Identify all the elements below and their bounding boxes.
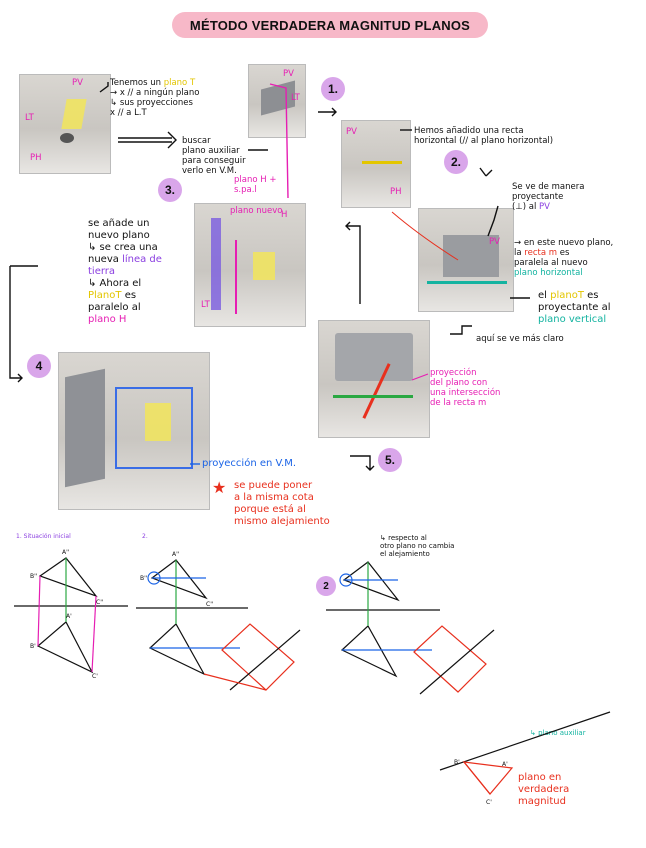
note-respecto: ↳ respecto al otro plano no cambia el al… — [380, 534, 455, 558]
photo-horizontal-line: PV PH — [341, 120, 411, 208]
label-b2: B' — [30, 643, 36, 650]
label-c1: C'' — [96, 599, 104, 606]
label-c4: C' — [486, 799, 492, 806]
label-a4: A' — [502, 761, 508, 768]
step-badge-5: 5. — [378, 448, 402, 472]
step-badge-drawing: 2 — [316, 576, 336, 596]
step-badge-1: 1. — [321, 77, 345, 101]
label-pv: PV — [346, 127, 357, 137]
note-el-plano: el planoT es proyectante al plano vertic… — [538, 290, 611, 325]
photo-new-plane: H LT — [194, 203, 306, 327]
star-icon: ★ — [212, 480, 227, 497]
label-lt: LT — [201, 300, 210, 310]
label-ph: PH — [30, 153, 42, 163]
label-h: H — [281, 210, 288, 220]
label-a3: A'' — [172, 551, 180, 558]
note-proyeccion-plano: proyección del plano con una intersecció… — [430, 368, 501, 408]
step-badge-2: 2. — [444, 150, 468, 174]
note-auxiliar: ↳ plano auxiliar — [530, 729, 586, 737]
label-b4: B' — [454, 759, 460, 766]
label-b3: B'' — [140, 575, 148, 582]
photo-projecting: PV — [418, 208, 514, 312]
note-star: se puede poner a la misma cota porque es… — [234, 480, 330, 527]
note-se-anade: se añade un nuevo plano ↳ se crea una nu… — [88, 218, 162, 325]
step-badge-4: 4 — [27, 354, 51, 378]
note-hemos: Hemos añadido una recta horizontal (// a… — [414, 126, 554, 146]
note-buscar: buscar plano auxiliar para conseguir ver… — [182, 136, 246, 176]
step-badge-3: 3. — [158, 178, 182, 202]
note-vm-final: plano en verdadera magnitud — [518, 772, 570, 807]
note-intro: Tenemos un plano T → x // a ningún plano… — [110, 78, 200, 118]
label-lt: LT — [25, 113, 34, 123]
label-lt: LT — [291, 93, 300, 103]
note-proyeccion-vm: proyección en V.M. — [202, 458, 297, 469]
note-plano-nuevo: plano nuevo — [230, 206, 283, 216]
label-c2: C' — [92, 673, 98, 680]
label-pv: PV — [489, 237, 500, 247]
label-pv: PV — [72, 78, 83, 88]
section-label-initial: 1. Situación inicial — [16, 533, 71, 540]
label-a2: A' — [66, 613, 72, 620]
note-se-ve: Se ve de manera proyectante (⊥) al PV — [512, 182, 585, 212]
note-en-este: → en este nuevo plano, la recta m es par… — [514, 238, 614, 278]
label-pv: PV — [283, 69, 294, 79]
photo-true-magnitude — [58, 352, 210, 510]
label-ph: PH — [390, 187, 402, 197]
photo-laptop-angle: PV LT — [248, 64, 306, 138]
label-a1: A'' — [62, 549, 70, 556]
photo-laptop-intersection — [318, 320, 430, 438]
label-c3: C'' — [206, 601, 214, 608]
page-title-text: MÉTODO VERDADERA MAGNITUD PLANOS — [189, 17, 471, 33]
photo-plane-t: PV LT PH — [19, 74, 111, 174]
label-b1: B'' — [30, 573, 38, 580]
note-aqui: aquí se ve más claro — [476, 334, 564, 344]
note-plano-h: plano H + s.pa.l — [234, 175, 277, 195]
section-label-step2: 2. — [142, 533, 148, 540]
page-title: MÉTODO VERDADERA MAGNITUD PLANOS — [172, 12, 488, 38]
